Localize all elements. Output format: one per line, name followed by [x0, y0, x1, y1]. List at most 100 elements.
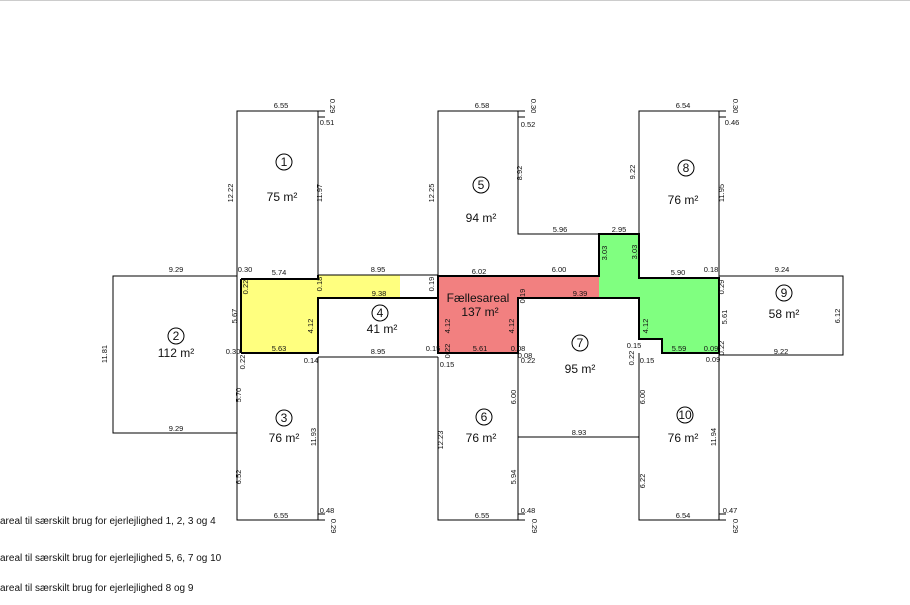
unit-area: 112 m² [158, 346, 194, 360]
unit-number: 8 [683, 161, 690, 175]
dimension-label: 0.09 [704, 344, 719, 353]
common-area-size: 137 m² [461, 305, 498, 319]
dimension-label: 0.48 [320, 506, 335, 515]
dimension-label: 12.22 [226, 184, 235, 203]
unit-number-circle [275, 153, 293, 171]
unit-number-circle [775, 284, 793, 302]
dimension-label: 8.95 [371, 265, 386, 274]
unit-number-circle [275, 409, 293, 427]
dimension-label: 0.15 [640, 356, 655, 365]
dimension-label: 6.12 [833, 309, 842, 324]
dimension-label: 6.55 [475, 511, 490, 520]
dimension-label: 0.29 [328, 99, 337, 114]
dimension-label: 11.81 [100, 345, 109, 363]
common-area-zone [438, 276, 599, 353]
dimension-label: 5.61 [720, 310, 729, 325]
unit-1-outline [236, 110, 319, 277]
dimension-label: 0.47 [723, 506, 738, 515]
green-zone [599, 234, 719, 353]
dimension-label: 9.29 [169, 424, 184, 433]
strip-top-edge [241, 275, 319, 280]
common-area-label: Fællesareal [447, 291, 510, 305]
dimension-label: 5.74 [272, 268, 287, 277]
dimension-label: 6.00 [509, 390, 518, 405]
dimension-label: 9.38 [372, 289, 387, 298]
dimension-label: 0.15 [426, 344, 441, 353]
dimension-label: 0.29 [731, 519, 740, 534]
unit-area: 76 m² [668, 431, 699, 445]
dimension-label: 6.55 [274, 101, 289, 110]
dimension-label: 5.90 [671, 268, 686, 277]
dimension-label: 3.03 [600, 246, 609, 261]
dimension-label: 0.30 [529, 99, 538, 114]
dimension-label: 4.12 [507, 319, 516, 334]
unit-number: 3 [281, 411, 288, 425]
unit-number-circle [571, 334, 589, 352]
dimension-label: 6.58 [475, 101, 490, 110]
unit-area: 75 m² [267, 190, 298, 204]
dimension-label: 5.94 [509, 470, 518, 485]
dimension-label: 0.14 [304, 356, 319, 365]
dimension-label: 11.94 [709, 428, 718, 446]
dimension-label: 0.19 [427, 277, 436, 292]
dimension-label: 11.93 [309, 428, 318, 446]
dimension-label: 0.09 [706, 355, 721, 364]
dimension-label: 0.15 [627, 341, 642, 350]
top-border-line [0, 0, 910, 1]
unit-number: 1 [281, 155, 288, 169]
dimension-label: 0.29 [530, 519, 539, 534]
unit-number: 4 [377, 306, 384, 320]
unit-number-circle [677, 159, 695, 177]
legend-item-green: areal til særskilt brug for ejerlejlighe… [0, 583, 194, 594]
dimension-label: 4.12 [306, 319, 315, 334]
central-strip-boundary [240, 233, 720, 354]
dimension-label: 0.18 [315, 277, 324, 292]
dimension-label: 12.23 [436, 431, 445, 450]
unit-3-outline [236, 353, 319, 521]
dimension-label: 5.63 [272, 344, 287, 353]
unit-area: 94 m² [466, 211, 497, 225]
dimension-label: 0.22 [443, 344, 452, 359]
dimension-label: 5.70 [234, 388, 243, 403]
dimension-label: 0.46 [725, 118, 740, 127]
dimension-label: 0.19 [518, 289, 527, 304]
dimension-label: 6.52 [234, 470, 243, 485]
unit-number: 10 [678, 408, 692, 422]
unit-number: 7 [577, 336, 584, 350]
dimension-label: 11.97 [315, 184, 324, 202]
dimension-label: 8.92 [515, 166, 524, 181]
dimension-label: 0.18 [704, 265, 719, 274]
dimension-label: 9.22 [774, 347, 789, 356]
dimension-label: 8.95 [371, 347, 386, 356]
dimension-label: 9.29 [169, 265, 184, 274]
dimension-label: 0.52 [521, 120, 536, 129]
dimension-label: 0.15 [440, 360, 455, 369]
unit-number-circle [167, 327, 185, 345]
dimension-label: 6.55 [274, 511, 289, 520]
dimension-label: 3.03 [630, 245, 639, 260]
dimension-label: 5.59 [672, 344, 687, 353]
dimension-label: 5.96 [553, 225, 568, 234]
unit-area: 76 m² [466, 431, 497, 445]
unit-number: 5 [478, 178, 485, 192]
unit-area: 58 m² [769, 307, 800, 321]
dimension-label: 0.29 [717, 280, 726, 295]
legend-item-yellow: areal til særskilt brug for ejerlejlighe… [0, 516, 216, 527]
dimension-label: 11.95 [717, 184, 726, 202]
dimension-label: 6.00 [552, 265, 567, 274]
dimension-label: 0.30 [238, 265, 253, 274]
dimension-label: 2.95 [612, 225, 627, 234]
dimension-label: 9.22 [628, 165, 637, 180]
unit-8-outline [638, 110, 720, 278]
dimension-label: 4.12 [641, 319, 650, 334]
dimension-label: 0.22 [521, 356, 536, 365]
unit-number: 2 [173, 329, 180, 343]
unit-area: 41 m² [367, 322, 398, 336]
dimension-label: 4.12 [443, 319, 452, 334]
dimension-label: 0.29 [329, 519, 338, 534]
unit-outlines [112, 110, 844, 521]
dimension-label: 0.48 [521, 506, 536, 515]
